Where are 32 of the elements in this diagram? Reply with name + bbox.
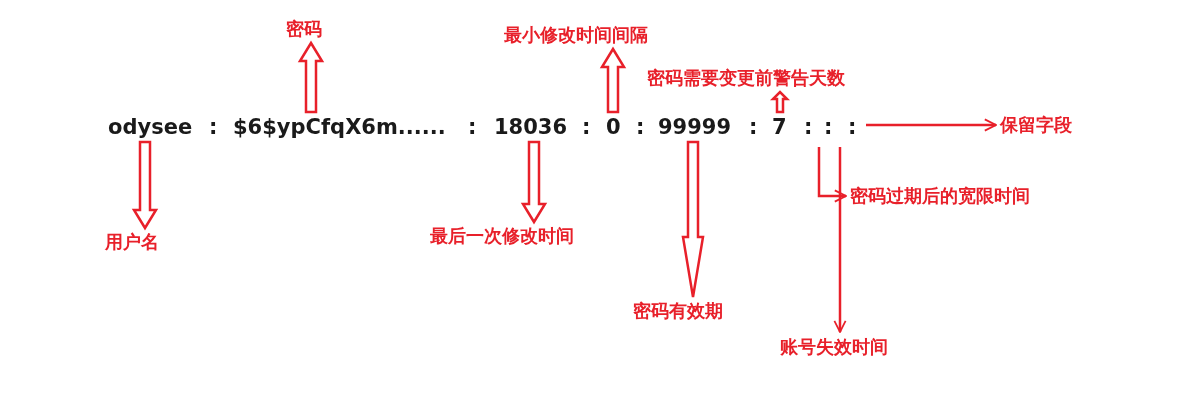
block-arrow — [770, 90, 790, 114]
field-value: 99999 — [658, 114, 732, 140]
separator-colon: : — [749, 114, 758, 140]
field-value: 18036 — [494, 114, 568, 140]
field-value: $6$ypCfqX6m...... — [233, 114, 446, 140]
arrow — [833, 147, 847, 333]
separator-colon: : — [468, 114, 477, 140]
block-arrow — [681, 140, 705, 299]
block-arrow — [297, 40, 325, 114]
field-label: 密码 — [286, 18, 322, 40]
field-label: 密码需要变更前警告天数 — [647, 67, 845, 89]
field-label: 最后一次修改时间 — [430, 225, 574, 247]
field-label: 账号失效时间 — [780, 336, 888, 358]
field-label: 保留字段 — [1000, 114, 1072, 136]
block-arrow — [520, 140, 548, 225]
field-label: 用户名 — [105, 231, 159, 253]
separator-colon: : — [824, 114, 833, 140]
field-label: 密码过期后的宽限时间 — [850, 185, 1030, 207]
arrow — [866, 118, 997, 132]
separator-colon: : — [848, 114, 857, 140]
separator-colon: : — [636, 114, 645, 140]
field-label: 密码有效期 — [633, 300, 723, 322]
separator-colon: : — [804, 114, 813, 140]
field-value: odysee — [108, 114, 193, 140]
field-value: 7 — [772, 114, 787, 140]
field-label: 最小修改时间间隔 — [504, 24, 648, 46]
arrow — [817, 147, 847, 203]
field-value: 0 — [606, 114, 621, 140]
separator-colon: : — [209, 114, 218, 140]
separator-colon: : — [582, 114, 591, 140]
block-arrow — [131, 140, 159, 231]
block-arrow — [599, 46, 627, 114]
